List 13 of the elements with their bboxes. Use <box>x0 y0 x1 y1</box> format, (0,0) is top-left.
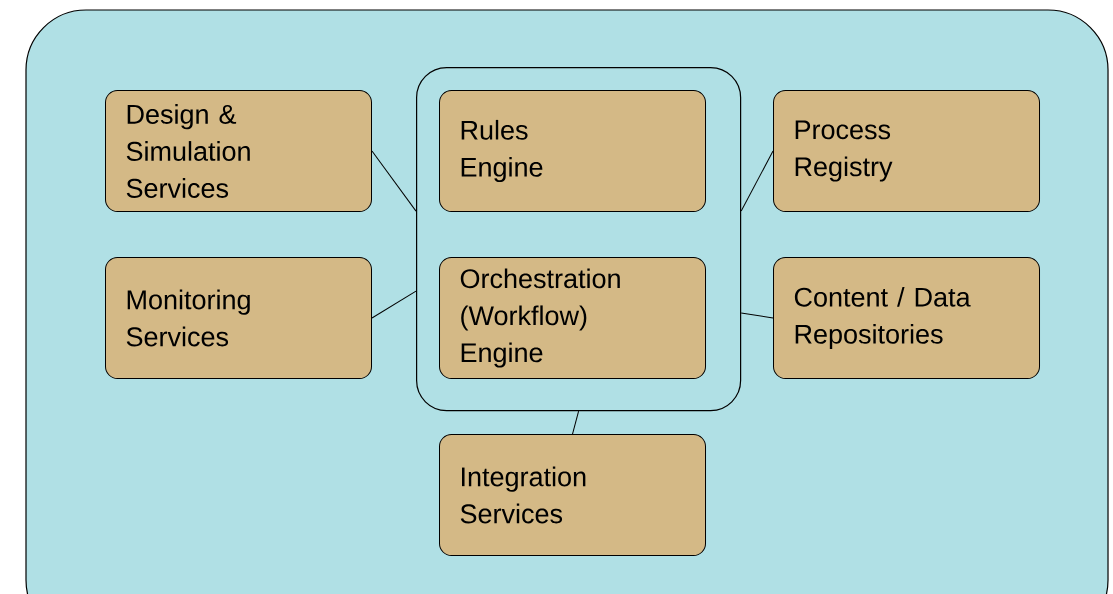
connector-line <box>572 410 580 435</box>
connector-line <box>371 290 417 319</box>
service-box: Rules Engine <box>439 90 706 212</box>
service-box: Integration Services <box>439 434 706 556</box>
service-box: Orchestration (Workflow) Engine <box>439 257 706 379</box>
container-box <box>416 67 742 412</box>
service-box: Process Registry <box>773 90 1040 212</box>
service-box: Monitoring Services <box>105 257 372 379</box>
connector-line <box>371 150 417 212</box>
connector-line <box>740 312 774 319</box>
service-box: Content / Data Repositories <box>773 257 1040 379</box>
service-box: Design & Simulation Services <box>105 90 372 212</box>
connector-line <box>740 150 774 212</box>
